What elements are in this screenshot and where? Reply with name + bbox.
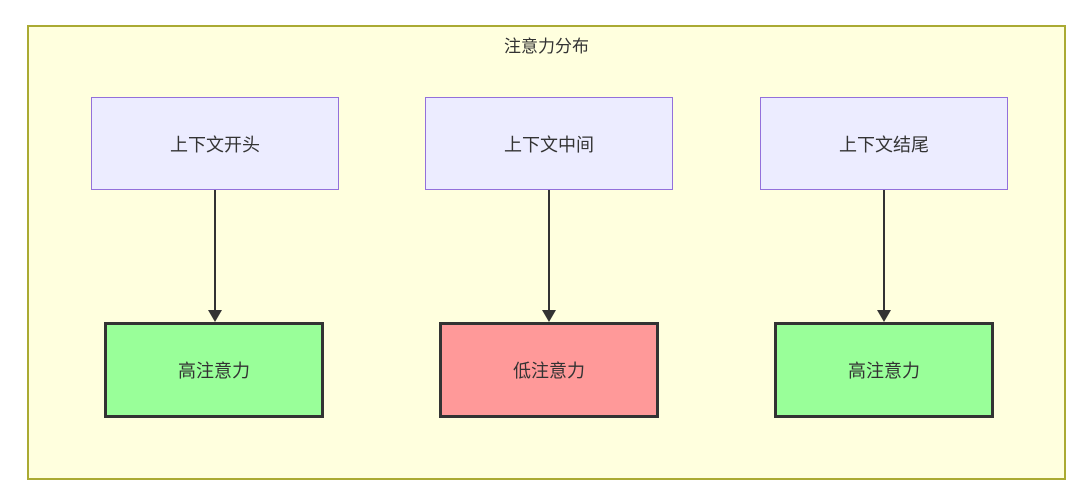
cluster-title: 注意力分布	[504, 37, 589, 56]
node-label: 高注意力	[848, 361, 920, 381]
node-context-end: 上下文结尾	[760, 97, 1008, 190]
arrow-end-to-high	[877, 190, 891, 322]
arrow-shaft	[548, 190, 550, 311]
node-context-middle: 上下文中间	[425, 97, 673, 190]
node-high-attention-right: 高注意力	[774, 322, 994, 418]
arrow-shaft	[214, 190, 216, 311]
attention-distribution-cluster: 注意力分布 上下文开头 高注意力 上下文中间 低注意力 上下文结尾	[27, 25, 1066, 480]
node-low-attention-middle: 低注意力	[439, 322, 659, 418]
node-label: 高注意力	[178, 361, 250, 381]
node-label: 上下文开头	[170, 134, 260, 155]
node-high-attention-left: 高注意力	[104, 322, 324, 418]
arrowhead-down-icon	[877, 310, 891, 322]
arrowhead-down-icon	[542, 310, 556, 322]
arrowhead-down-icon	[208, 310, 222, 322]
node-label: 上下文中间	[504, 134, 594, 155]
node-context-beginning: 上下文开头	[91, 97, 339, 190]
arrow-middle-to-low	[542, 190, 556, 322]
arrow-beginning-to-high	[208, 190, 222, 322]
node-label: 低注意力	[513, 361, 585, 381]
arrow-shaft	[883, 190, 885, 311]
node-label: 上下文结尾	[839, 134, 929, 155]
